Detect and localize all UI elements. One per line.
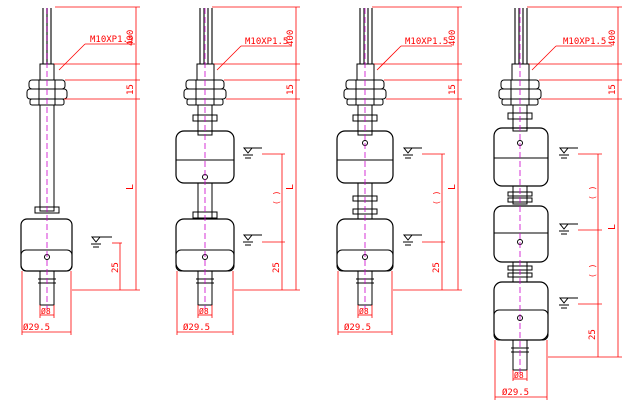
stem-dia-label: Ø8 bbox=[359, 306, 369, 316]
water-level-icon bbox=[558, 223, 578, 235]
float-body bbox=[493, 205, 549, 263]
float-cap bbox=[493, 309, 549, 341]
thread-label: M10XP1.5 bbox=[405, 37, 448, 47]
cable-length-label: 400 bbox=[126, 30, 136, 46]
total-length-label: L bbox=[125, 184, 136, 190]
cable-wires bbox=[199, 8, 213, 64]
spacing-label: ( ) bbox=[272, 191, 281, 205]
water-level-icon bbox=[242, 234, 262, 246]
cable-length-label: 400 bbox=[608, 30, 618, 46]
stem-dia-label: Ø8 bbox=[199, 306, 209, 316]
cable-length-label: 400 bbox=[286, 30, 296, 46]
threaded-stud bbox=[511, 63, 530, 81]
float-body bbox=[493, 281, 549, 341]
nut-height-label: 15 bbox=[286, 84, 296, 95]
water-level-icon bbox=[242, 147, 262, 159]
threaded-stud bbox=[196, 63, 215, 81]
float-dia-label: Ø29.5 bbox=[344, 322, 371, 333]
cable-wires bbox=[359, 8, 373, 64]
float-body bbox=[493, 127, 549, 187]
spacing-label: ( ) bbox=[432, 191, 441, 205]
water-level-icon bbox=[402, 234, 422, 246]
variant-single-point: M10XP1.5 400 15 L 25 Ø8 Ø29.5 bbox=[20, 6, 140, 335]
nut-height-label: 15 bbox=[448, 84, 458, 95]
float-cap bbox=[20, 249, 73, 272]
thread-label: M10XP1.5 bbox=[90, 35, 133, 45]
spacing-label: ( ) bbox=[588, 186, 597, 200]
variant-two-point-collar: M10XP1.5 400 15 L ( ) 25 Ø8 Ø29.5 bbox=[336, 6, 462, 335]
float-dia-label: Ø29.5 bbox=[183, 322, 210, 333]
cable-length-label: 400 bbox=[448, 30, 458, 46]
water-level-icon bbox=[558, 297, 578, 309]
bottom-offset-label: 25 bbox=[111, 262, 121, 273]
float-dia-label: Ø29.5 bbox=[502, 387, 529, 398]
bottom-offset-label: 25 bbox=[588, 329, 598, 340]
stem-dia-label: Ø8 bbox=[41, 306, 51, 316]
float-body bbox=[20, 218, 73, 272]
stem-tube bbox=[512, 185, 528, 205]
bottom-offset-label: 25 bbox=[272, 262, 282, 273]
thread-label: M10XP1.5 bbox=[245, 37, 288, 47]
water-level-icon bbox=[558, 147, 578, 159]
stem-dia-label: Ø8 bbox=[514, 370, 524, 380]
total-length-label: L bbox=[447, 184, 458, 190]
total-length-label: L bbox=[285, 184, 296, 190]
total-length-label: L bbox=[607, 224, 618, 230]
thread-label: M10XP1.5 bbox=[563, 37, 606, 47]
spacing-label: ( ) bbox=[588, 264, 597, 278]
nut-height-label: 15 bbox=[608, 84, 618, 95]
bottom-offset-label: 25 bbox=[432, 262, 442, 273]
float-dia-label: Ø29.5 bbox=[23, 322, 50, 333]
nut-height-label: 15 bbox=[126, 84, 136, 95]
variant-two-point: M10XP1.5 400 15 L ( ) 25 Ø8 Ø29.5 bbox=[175, 6, 300, 335]
water-level-icon bbox=[90, 236, 112, 248]
cable-wires bbox=[514, 8, 528, 64]
water-level-icon bbox=[402, 147, 422, 159]
threaded-stud bbox=[356, 63, 375, 81]
variant-three-point: M10XP1.5 400 15 L ( ) ( ) 25 Ø8 Ø29.5 bbox=[493, 6, 622, 400]
